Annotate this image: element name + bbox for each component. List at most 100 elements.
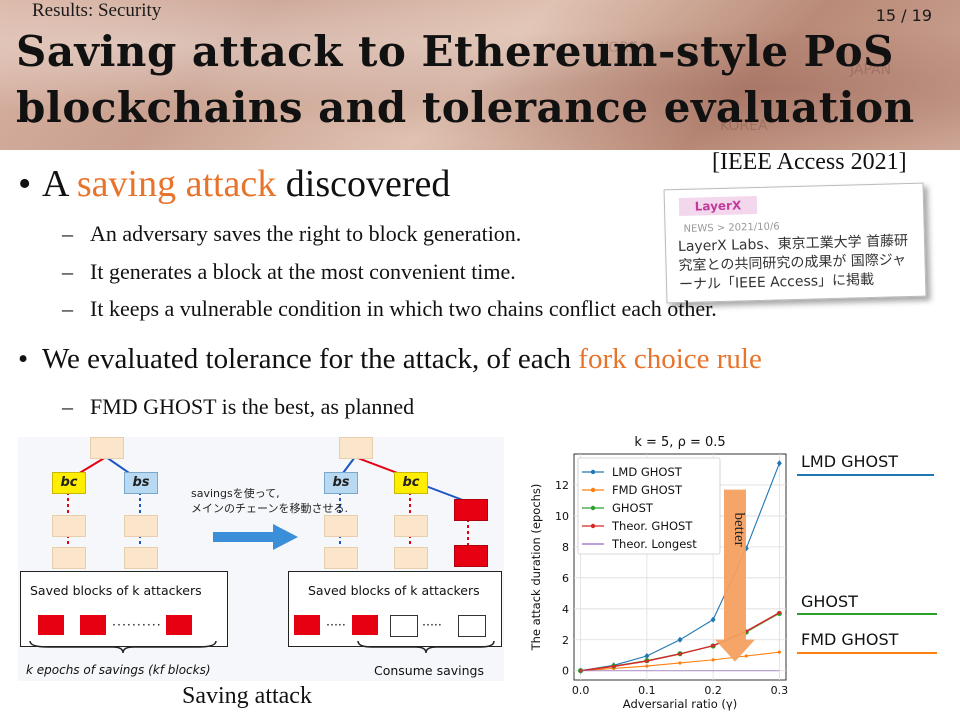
news-headline: LayerX Labs、東京工業大学 首藤研究室との共同研究の成果が 国際ジャー… <box>677 233 909 294</box>
y-tick-label: 2 <box>562 634 569 647</box>
y-tick-label: 6 <box>562 572 569 585</box>
page-number: 15 / 19 <box>875 6 932 25</box>
y-tick-label: 10 <box>555 510 569 523</box>
data-point <box>645 659 649 663</box>
saved-block <box>352 615 378 635</box>
saved-blocks-label: Saved blocks of k attackers <box>30 583 202 598</box>
fmd-underline <box>797 652 937 654</box>
legend-label: Theor. Longest <box>611 537 697 551</box>
header-banner: KOREA JAPAN KOREA <box>0 0 960 150</box>
y-tick-label: 12 <box>555 479 569 492</box>
brace-left-label: k epochs of savings (kf blocks) <box>26 663 211 677</box>
legend-box <box>577 457 721 555</box>
chart-svg: k = 5, ρ = 0.5 0 2 4 6 8 10 12 0.0 0.1 0.2 0.3Adver… <box>529 435 789 711</box>
sub-bullet-text: It generates a block at the most conveni… <box>90 259 516 284</box>
chain-block <box>52 515 86 537</box>
chain-block <box>394 515 428 537</box>
sub-bullet-4: –FMD GHOST is the best, as planned <box>62 394 414 420</box>
brace-icon <box>357 640 495 654</box>
ellipsis-dots: ·········· <box>112 617 162 632</box>
data-point <box>744 654 748 658</box>
block-bs: bs <box>124 472 158 494</box>
data-point <box>645 664 649 668</box>
block-bc: bc <box>52 472 86 494</box>
news-card: LayerX NEWS > 2021/10/6 LayerX Labs、東京工業… <box>663 182 927 304</box>
bullet-1-highlight: saving attack <box>76 163 277 205</box>
bullet-dot-icon: • <box>18 163 32 205</box>
x-tick-label: 0.3 <box>771 684 789 697</box>
data-point <box>776 460 782 467</box>
sub-bullet-text: It keeps a vulnerable condition in which… <box>90 296 717 321</box>
news-meta: NEWS > 2021/10/6 <box>683 221 780 235</box>
bullet-2-highlight: fork choice rule <box>578 343 762 375</box>
x-tick-label: 0.0 <box>572 684 590 697</box>
data-point <box>677 636 683 643</box>
bullet-2: •We evaluated tolerance for the attack, … <box>18 343 762 376</box>
chain-block <box>124 515 158 537</box>
section-label: Results: Security <box>32 0 162 21</box>
dash-icon: – <box>62 221 73 246</box>
sub-bullet-text: An adversary saves the right to block ge… <box>90 221 522 246</box>
label-fmd-ghost: FMD GHOST <box>801 630 899 649</box>
better-annotation: better <box>731 513 747 547</box>
consumed-block <box>390 615 418 637</box>
chain-block <box>124 547 158 569</box>
data-point <box>612 664 616 668</box>
chain-block <box>324 515 358 537</box>
label-lmd-ghost: LMD GHOST <box>801 452 899 471</box>
better-arrow <box>714 489 755 662</box>
saved-block <box>38 615 64 635</box>
sub-bullet-text: FMD GHOST is the best, as planned <box>90 394 415 419</box>
ellipsis-dots: ····· <box>326 617 346 632</box>
arrow-caption: savingsを使って, メインのチェーンを移動させる. <box>191 486 348 516</box>
legend-marker <box>590 487 596 493</box>
legend-label: LMD GHOST <box>612 465 683 479</box>
x-tick-label: 0.1 <box>638 684 656 697</box>
saved-block <box>294 615 320 635</box>
x-axis-label: Adversarial ratio (γ) <box>623 697 737 711</box>
dash-icon: – <box>62 259 73 284</box>
x-tick-label: 0.2 <box>704 684 722 697</box>
citation: [IEEE Access 2021] <box>712 149 907 175</box>
label-ghost: GHOST <box>801 592 858 611</box>
dash-icon: – <box>62 296 73 321</box>
slide-title: Saving attack to Ethereum-style PoS bloc… <box>16 27 915 132</box>
block-bs: bs <box>324 472 358 494</box>
chain-block <box>324 547 358 569</box>
ellipsis-dots: ····· <box>422 617 442 632</box>
data-point <box>678 661 682 665</box>
data-point <box>678 652 682 656</box>
bullet-dot-icon: • <box>18 343 29 375</box>
saved-blocks-label: Saved blocks of k attackers <box>308 583 480 598</box>
arrow-caption-line: メインのチェーンを移動させる. <box>191 502 348 515</box>
attacker-block <box>454 499 488 521</box>
ghost-underline <box>797 613 937 615</box>
data-point <box>711 658 715 662</box>
y-tick-label: 8 <box>562 541 569 554</box>
chain-block <box>52 547 86 569</box>
attacker-block <box>454 545 488 567</box>
map-texture: KOREA <box>600 40 648 56</box>
block-bc: bc <box>394 472 428 494</box>
legend-label: Theor. GHOST <box>611 519 693 533</box>
bullet-1-suffix: discovered <box>276 163 451 205</box>
transition-arrow <box>213 524 298 550</box>
chain-block <box>339 437 373 459</box>
map-texture: JAPAN <box>850 62 892 78</box>
bullet-1-prefix: A <box>42 163 77 205</box>
lmd-underline <box>797 474 934 476</box>
y-tick-label: 0 <box>562 665 569 678</box>
map-texture: KOREA <box>720 118 768 134</box>
y-tick-label: 4 <box>562 603 569 616</box>
bullet-1: •A saving attack discovered <box>18 162 450 206</box>
arrow-caption-line: savingsを使って, <box>191 487 280 500</box>
legend-marker <box>590 505 596 511</box>
saved-block <box>80 615 106 635</box>
chain-block <box>90 437 124 459</box>
diagram-caption: Saving attack <box>182 683 312 709</box>
legend-label: FMD GHOST <box>612 483 683 497</box>
chart-title: k = 5, ρ = 0.5 <box>634 435 725 450</box>
dash-icon: – <box>62 394 73 419</box>
data-point <box>777 650 781 654</box>
